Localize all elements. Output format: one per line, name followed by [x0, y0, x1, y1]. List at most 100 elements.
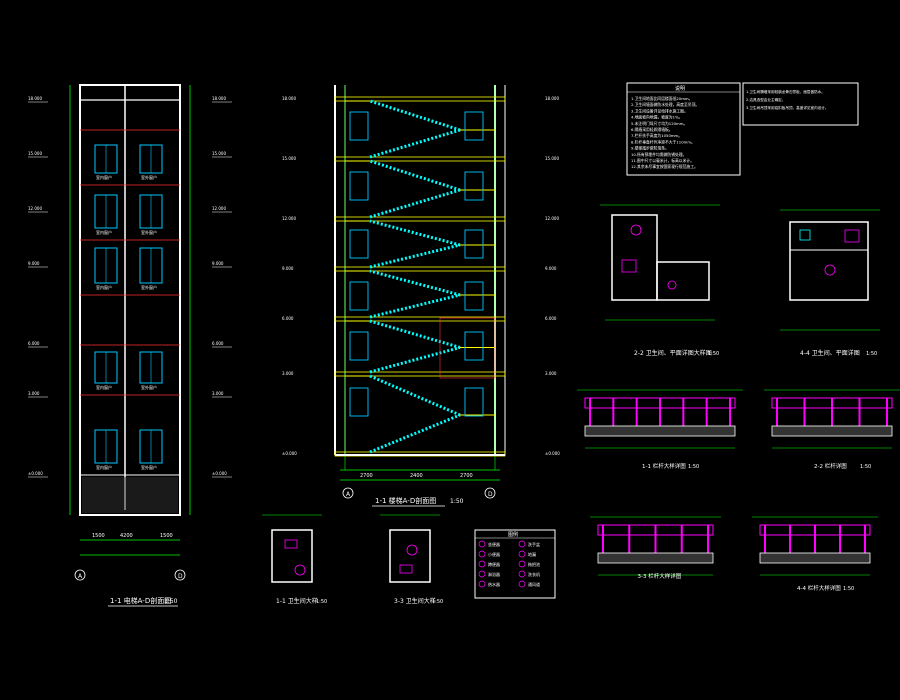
note-2-line: 2.洁具选型由业主确定。 [746, 97, 785, 102]
left-dim-2: 4200 [120, 533, 133, 539]
stair-level-label: 9.000 [545, 266, 557, 271]
stair-section-scale: 1:50 [450, 498, 464, 505]
legend-item-label: 通风道 [528, 581, 540, 587]
left-section-pit-fill [82, 477, 178, 513]
legend-item-label: 地漏 [528, 551, 536, 557]
legend-symbol-icon [518, 550, 526, 558]
stair-floor-slab [334, 316, 506, 322]
railing-scale: 1:50 [860, 464, 871, 470]
legend-symbol-icon [518, 570, 526, 578]
stair-window [464, 331, 484, 361]
stair-level-label: 3.000 [545, 371, 557, 376]
toilet-plan-4: 4-4 卫生间、平面详图 1:50 [780, 209, 880, 357]
legend-heading: 图例 [508, 531, 518, 538]
railing-base [771, 425, 893, 437]
stair-floor-slab [334, 96, 506, 102]
stair-level-label: 18.000 [545, 96, 559, 101]
legend-box: 图例 坐便器洗手盆小便器地漏蹲便器拖把池淋浴器洗衣机热水器通风道 [474, 529, 556, 599]
left-section-windows: 室内窗户室外窗户室内窗户室外窗户室内窗户室外窗户室内窗户室外窗户室内窗户室外窗户 [94, 144, 163, 470]
level-label: 12.000 [28, 206, 42, 211]
note-line: 5.未注明门垛尺寸均为120mm。 [631, 121, 687, 126]
left-section-scale: 1:50 [164, 598, 178, 605]
stair-level-label: ±0.000 [545, 451, 560, 456]
stair-level-label: ±0.000 [282, 451, 297, 456]
vent-shaft-icon [799, 229, 811, 241]
legend-item-label: 拖把池 [528, 561, 540, 567]
notes-2-lines: 1.卫生间隔墙采用轻钢龙骨石膏板，面层做防水。 2.洁具选型由业主确定。 3.卫生间… [746, 89, 829, 110]
window-label: 室外窗户 [141, 229, 157, 235]
toilet-detail-3-room [389, 529, 431, 583]
stair-level-label: 6.000 [545, 316, 557, 321]
left-section-pit [79, 474, 181, 516]
notes-heading: 说明 [675, 85, 685, 92]
toilet-plan-4-scale: 1:50 [866, 351, 877, 357]
stair-window [349, 111, 369, 141]
toilet-fixture-icon [294, 564, 306, 576]
level-label: 9.000 [28, 261, 40, 266]
level-label: 6.000 [212, 341, 224, 346]
window-label: 室外窗户 [141, 284, 157, 290]
level-label: 3.000 [28, 391, 40, 396]
left-axis-d-label: D [178, 573, 183, 580]
note-2-line: 1.卫生间隔墙采用轻钢龙骨石膏板，面层做防水。 [746, 89, 825, 94]
stair-axis-d-label: D [488, 491, 493, 498]
note-line: 3.卫生间设备详见给排水施工图。 [631, 108, 688, 113]
stair-flight [369, 159, 461, 192]
window-label: 室内窗户 [96, 229, 112, 235]
stair-windows [349, 111, 484, 417]
stair-window [464, 281, 484, 311]
legend-item-label: 洗手盆 [528, 541, 540, 547]
toilet-detail-1: 1-1 卫生间大样 1:50 [262, 514, 327, 605]
stair-flight [369, 319, 461, 349]
stair-window [464, 171, 484, 201]
toilet-fixture-icon [630, 224, 642, 236]
toilet-detail-3: 3-3 卫生间大样 1:50 [380, 514, 443, 605]
stair-window [349, 171, 369, 201]
note-2-line: 3.卫生间吊顶采用铝扣板吊顶，高度详见室内设计。 [746, 105, 829, 110]
stair-flights [345, 99, 495, 454]
stair-floor-slab [334, 156, 506, 162]
level-label: 18.000 [212, 96, 226, 101]
stair-level-label: 6.000 [282, 316, 294, 321]
stair-floor-slab [334, 216, 506, 222]
note-line: 12.其余未尽事宜按国家现行规范施工。 [631, 164, 698, 169]
sink-fixture-icon [399, 564, 413, 574]
legend-item-label: 热水器 [488, 581, 500, 587]
toilet-plan-2-room-a [611, 214, 658, 301]
railing-base [759, 552, 871, 564]
left-axis-a-label: A [78, 573, 83, 580]
notes-box: 说明 1.卫生间地面比同层楼面低20mm。2.卫生间墙面做防水处理，高度至吊顶。… [626, 82, 741, 176]
legend-symbol-icon [478, 540, 486, 548]
stair-flight [369, 188, 461, 219]
sink-fixture-icon [844, 229, 860, 243]
railing-base [597, 552, 714, 564]
stair-floors [334, 96, 506, 457]
stair-dim-2: 2400 [410, 473, 423, 479]
stair-flight [369, 413, 461, 454]
notes-box-2: 1.卫生间隔墙采用轻钢龙骨石膏板，面层做防水。 2.洁具选型由业主确定。 3.卫生间… [742, 82, 859, 126]
sink-fixture-icon [621, 259, 637, 273]
toilet-plan-2: 2-2 卫生间、平面详图大样图 1:50 [600, 204, 720, 357]
window-label: 室内窗户 [96, 384, 112, 390]
sink-fixture-icon [284, 539, 298, 549]
left-dim-3: 1500 [160, 533, 173, 539]
stair-floor-slab [334, 266, 506, 272]
railing-title: 4-4 栏杆大样详图 [797, 584, 841, 592]
level-label: 15.000 [28, 151, 42, 156]
left-axis-bubble-a [74, 569, 86, 581]
window-label: 室内窗户 [96, 284, 112, 290]
note-line: 6.隔墙采用轻质隔墙板。 [631, 127, 673, 132]
legend-symbol-icon [478, 580, 486, 588]
note-line: 11.图中尺寸以毫米计，标高以米计。 [631, 158, 694, 163]
stair-level-label: 18.000 [282, 96, 296, 101]
stair-window [349, 387, 369, 417]
stair-flight [369, 243, 461, 269]
legend-item-label: 洗衣机 [528, 571, 540, 577]
level-label: 6.000 [28, 341, 40, 346]
railing-title: 1-1 栏杆大样详图 [642, 462, 686, 470]
legend-symbol-icon [518, 580, 526, 588]
level-label: 12.000 [212, 206, 226, 211]
